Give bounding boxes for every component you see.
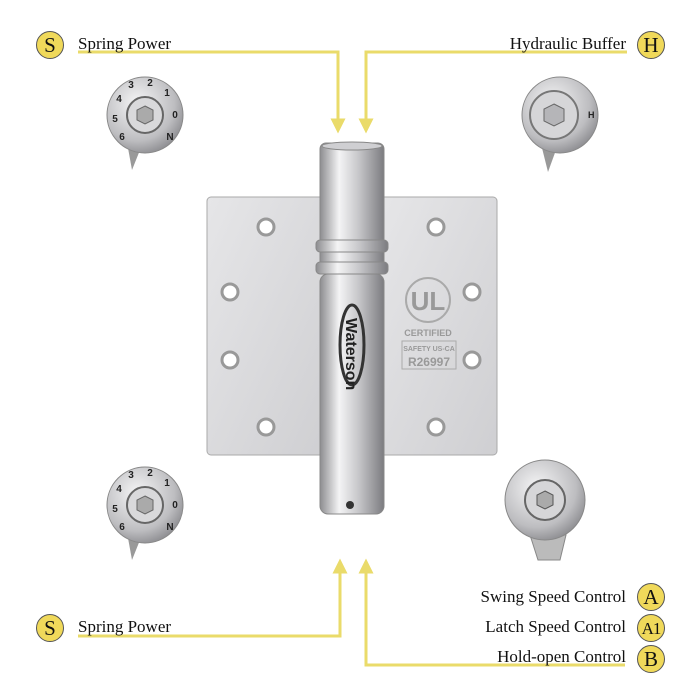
svg-text:0: 0 [172,110,178,121]
svg-text:N: N [166,522,173,533]
line-holdopen-bottom [358,558,625,667]
svg-text:2: 2 [147,468,153,479]
badge-swing-speed: A [637,583,665,611]
svg-text:N: N [166,132,173,143]
line-hydraulic-top [358,50,627,134]
ul-mark-text: UL [411,286,446,316]
svg-text:4: 4 [116,484,122,495]
badge-hold-open: B [637,645,665,673]
hinge-plates [206,196,498,456]
svg-text:1: 1 [164,88,170,99]
badge-spring-bottom: S [36,614,64,642]
brand-logo: Waterson [342,318,359,390]
svg-text:6: 6 [119,522,125,533]
spring-dial-top: 012 34 56 N [106,76,184,170]
badge-spring-top: S [36,31,64,59]
svg-text:1: 1 [164,478,170,489]
hydraulic-dial-top: H [521,76,599,172]
spring-dial-bottom: 012 34 56 N [106,466,184,560]
svg-text:5: 5 [112,114,118,125]
svg-text:H: H [588,110,595,120]
svg-text:5: 5 [112,504,118,515]
ul-certification-mark: UL CERTIFIED SAFETY US-CA R26997 [401,277,457,370]
hinge-barrel: Waterson [315,141,389,515]
label-hold-open: Hold-open Control [497,647,626,666]
svg-text:2: 2 [147,78,153,89]
label-spring-power-top: Spring Power [78,34,172,53]
badge-latch-speed: A1 [637,614,665,642]
label-latch-speed: Latch Speed Control [485,617,626,636]
label-spring-power-bottom: Spring Power [78,617,172,636]
svg-text:4: 4 [116,94,122,105]
callout-lines [78,50,627,667]
ul-safety-text: SAFETY US-CA [403,346,455,353]
label-hydraulic-buffer: Hydraulic Buffer [509,34,626,53]
ul-number-text: R26997 [408,355,450,369]
badge-hydraulic: H [637,31,665,59]
svg-text:0: 0 [172,500,178,511]
svg-text:6: 6 [119,132,125,143]
line-spring-top [78,50,346,134]
ul-certified-text: CERTIFIED [404,328,452,338]
label-swing-speed: Swing Speed Control [480,587,626,606]
speed-dial-bottom [504,459,586,561]
screw-holes [220,217,482,437]
line-spring-bottom [78,558,348,638]
svg-text:3: 3 [128,80,134,91]
svg-text:3: 3 [128,470,134,481]
